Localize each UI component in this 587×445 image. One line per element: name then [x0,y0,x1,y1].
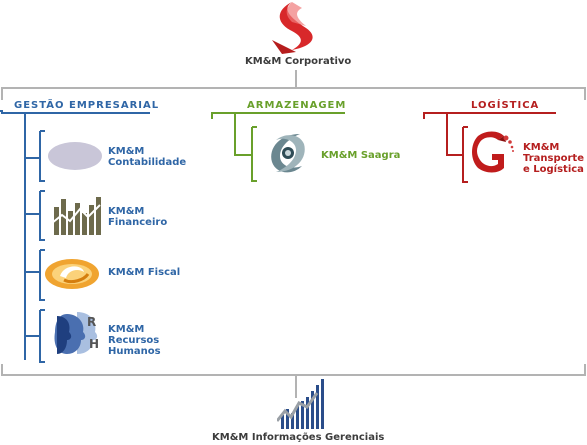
item-label: Financeiro [108,217,168,228]
group-title-armazenagem: ARMAZENAGEM [247,100,347,111]
group-title-gestao: GESTÃO EMPRESARIAL [14,100,160,111]
item-label: KM&M [108,206,145,217]
recursos-humanos-faces-icon: R H [54,312,99,354]
fiscal-logo-icon [45,259,99,289]
svg-text:H: H [89,337,99,351]
item-label: KM&M Fiscal [108,267,181,278]
item-label: KM&M [108,324,145,335]
item-label: KM&M [108,146,145,157]
item-label: KM&M Saagra [321,150,401,161]
item-label: Transporte [523,153,584,164]
red-s-logo-icon [272,2,313,54]
svg-text:R: R [87,315,96,329]
item-label: Humanos [108,346,161,357]
saagra-swirl-icon [271,134,305,173]
bar-chart-icon [277,379,324,429]
financeiro-chart-icon [52,197,101,235]
group-title-logistica: LOGÍSTICA [471,100,540,111]
logistica-g-icon [472,131,514,173]
bottom-label: KM&M Informações Gerenciais [212,432,385,443]
item-label: Recursos [108,335,160,346]
contabilidade-logo-icon [48,142,102,170]
item-label: KM&M [523,142,560,153]
item-label: Contabilidade [108,157,187,168]
top-label: KM&M Corporativo [245,56,352,67]
item-label: e Logística [523,164,584,175]
